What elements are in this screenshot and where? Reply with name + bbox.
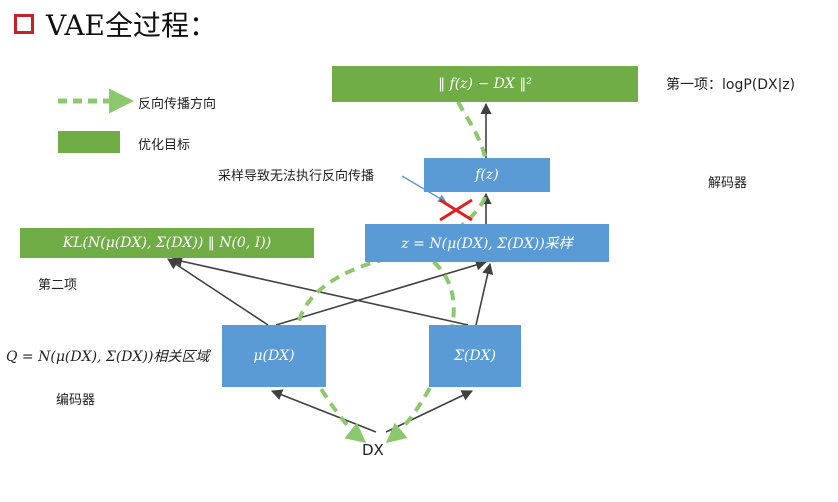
- legend-objective-swatch: [58, 131, 120, 153]
- page-title: VAE全过程：: [46, 9, 217, 42]
- arrow-mu-to-kl: [167, 258, 269, 326]
- decoder-label: 解码器: [708, 176, 748, 191]
- legend-objective-label: 优化目标: [138, 138, 191, 153]
- arrow-mu-to-z: [275, 259, 488, 326]
- legend-backprop-label: 反向传播方向: [138, 97, 217, 112]
- fz-box: f(z): [424, 158, 550, 192]
- loss-box: ‖ f(z) − DX ‖²: [332, 66, 638, 102]
- kl-box: KL(N(μ(DX), Σ(DX)) ‖ N(0, I)): [20, 228, 314, 258]
- kl-formula: KL(N(μ(DX), Σ(DX)) ‖ N(0, I)): [62, 235, 272, 251]
- encoder-label: 编码器: [56, 393, 96, 408]
- arrow-sigma-to-z: [475, 262, 494, 326]
- sigma-label: Σ(DX): [453, 348, 496, 364]
- title-row: VAE全过程：: [14, 4, 217, 44]
- arrow-dx-to-mu: [270, 389, 377, 433]
- loss-formula: ‖ f(z) − DX ‖²: [438, 76, 532, 92]
- term1-label: 第一项：logP(DX|z): [666, 77, 796, 93]
- fz-label: f(z): [475, 167, 499, 183]
- backprop-left-branch: [295, 250, 421, 444]
- mu-box: μ(DX): [222, 325, 326, 387]
- red-cross-icon: [439, 198, 473, 222]
- z-box: z = N(μ(DX), Σ(DX))采样: [365, 224, 609, 262]
- arrow-dx-to-sigma: [385, 390, 474, 433]
- z-label: z = N(μ(DX), Σ(DX))采样: [401, 236, 573, 252]
- sigma-box: Σ(DX): [429, 325, 521, 387]
- q-region-label: Q = N(μ(DX), Σ(DX))相关区域: [6, 349, 210, 365]
- dx-label: DX: [362, 441, 384, 459]
- square-bullet-icon: [14, 14, 34, 34]
- term2-label: 第二项: [38, 278, 78, 293]
- mu-label: μ(DX): [253, 348, 295, 364]
- sampling-note: 采样导致无法执行反向传播: [218, 169, 375, 184]
- backprop-right-branch: [385, 250, 456, 444]
